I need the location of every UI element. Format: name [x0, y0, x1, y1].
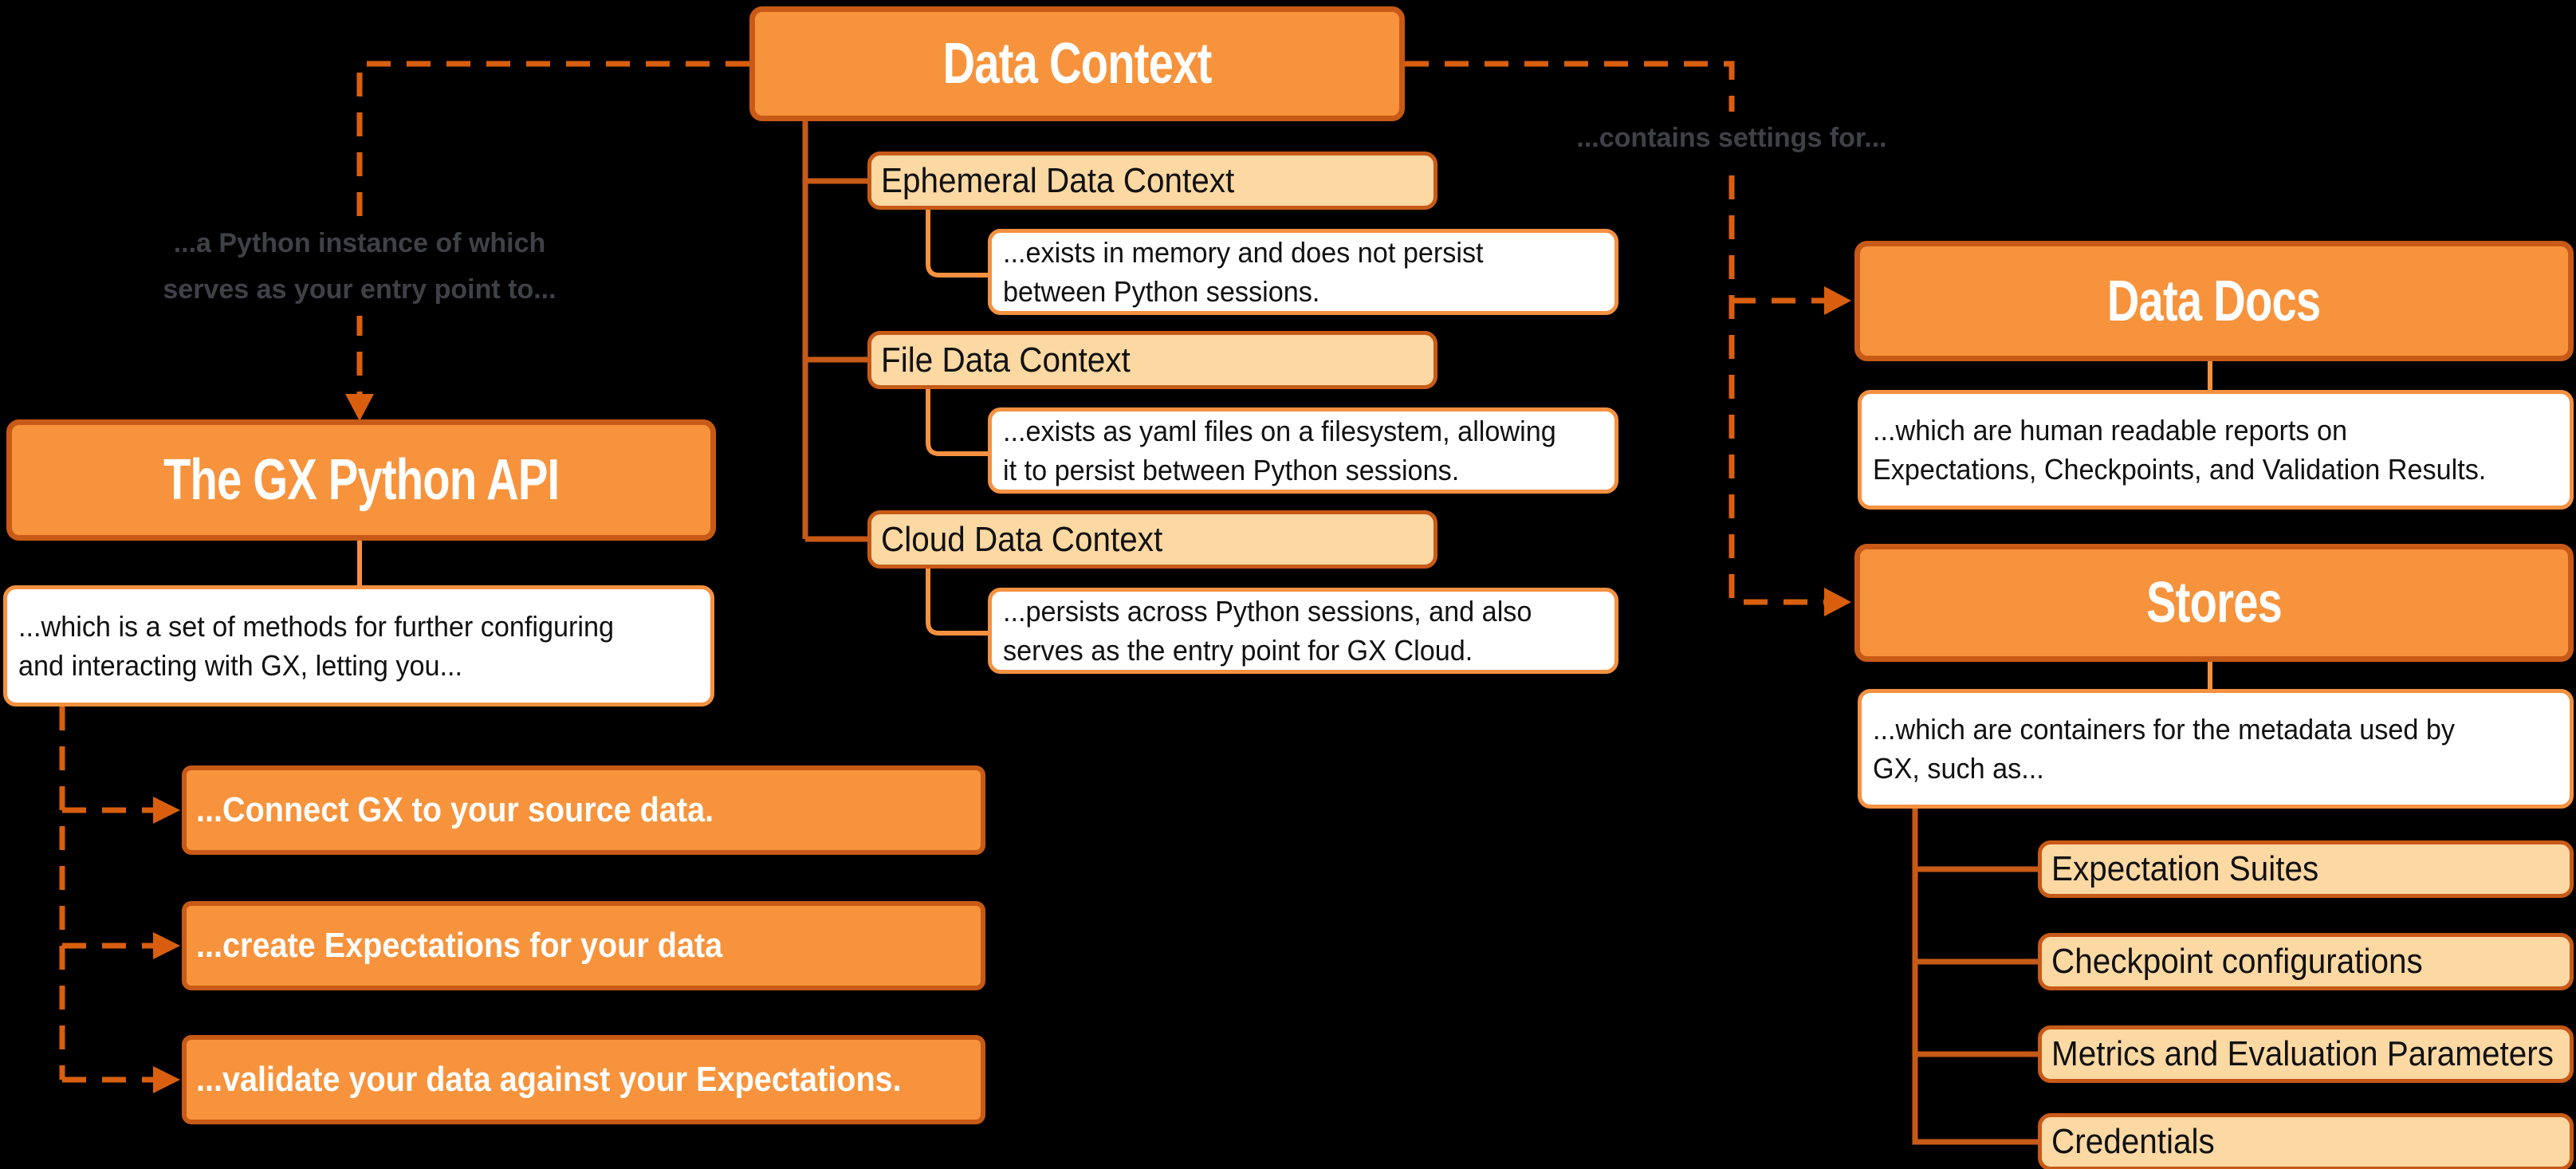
desc-gx-python-api: ...which is a set of methods for further…: [3, 585, 714, 707]
checkpoint-configurations-label: Checkpoint configurations: [2051, 942, 2423, 981]
desc-stores: ...which are containers for the metadata…: [1858, 689, 2574, 809]
gx-api-desc-line1: ...which is a set of methods for further…: [18, 610, 615, 643]
arrowhead-to-api: [345, 394, 374, 421]
arrowhead-action-3: [153, 1066, 180, 1093]
leaf-metrics-evaluation-parameters: Metrics and Evaluation Parameters: [2038, 1025, 2574, 1083]
leaf-credentials: Credentials: [2038, 1113, 2574, 1169]
node-gx-python-api: The GX Python API: [6, 419, 716, 541]
edge-ephemeral-desc: [926, 209, 988, 277]
action-connect-source-data: ...Connect GX to your source data.: [182, 766, 985, 855]
edge-label-python-instance-line1: ...a Python instance of which: [173, 228, 546, 258]
action-create-expectations: ...create Expectations for your data: [182, 901, 985, 990]
node-data-context: Data Context: [749, 6, 1405, 121]
arrowhead-to-datadocs: [1824, 286, 1851, 315]
cloud-label: Cloud Data Context: [881, 519, 1163, 559]
desc-cloud: ...persists across Python sessions, and …: [988, 588, 1618, 674]
data-docs-desc-line2: Expectations, Checkpoints, and Validatio…: [1873, 453, 2487, 486]
file-label: File Data Context: [881, 340, 1131, 380]
data-context-title: Data Context: [942, 32, 1212, 96]
node-data-docs: Data Docs: [1854, 241, 2574, 361]
cloud-desc-line2: serves as the entry point for GX Cloud.: [1003, 634, 1473, 667]
credentials-label: Credentials: [2051, 1122, 2215, 1161]
data-docs-title: Data Docs: [2107, 269, 2321, 333]
action-connect-label: ...Connect GX to your source data.: [196, 790, 714, 829]
stores-desc-line1: ...which are containers for the metadata…: [1873, 713, 2456, 746]
leaf-file-data-context: File Data Context: [867, 331, 1437, 389]
ephemeral-desc-line1: ...exists in memory and does not persist: [1003, 236, 1484, 269]
tree-datacontext-types: [802, 120, 869, 542]
leaf-checkpoint-configurations: Checkpoint configurations: [2038, 933, 2574, 990]
node-stores: Stores: [1854, 544, 2574, 662]
leaf-cloud-data-context: Cloud Data Context: [867, 510, 1437, 569]
edge-label-contains-settings: ...contains settings for...: [1548, 112, 1915, 164]
edge-label-python-instance: ...a Python instance of which serves as …: [112, 217, 607, 316]
action-validate-data: ...validate your data against your Expec…: [182, 1035, 985, 1124]
tree-stores-items: [1912, 809, 2038, 1145]
arrowhead-to-stores: [1824, 588, 1851, 616]
file-desc-line2: it to persist between Python sessions.: [1003, 454, 1460, 486]
expectation-suites-label: Expectation Suites: [2051, 849, 2319, 888]
action-validate-label: ...validate your data against your Expec…: [196, 1060, 902, 1099]
desc-file: ...exists as yaml files on a filesystem,…: [988, 407, 1618, 494]
edge-datacontext-to-settings: [1405, 61, 1824, 605]
desc-data-docs: ...which are human readable reports on E…: [1858, 390, 2574, 510]
gx-api-desc-line2: and interacting with GX, letting you...: [18, 649, 463, 682]
edge-cloud-desc: [926, 568, 988, 636]
leaf-expectation-suites: Expectation Suites: [2038, 840, 2574, 898]
cloud-desc-line1: ...persists across Python sessions, and …: [1003, 595, 1532, 628]
desc-ephemeral: ...exists in memory and does not persist…: [988, 229, 1618, 315]
metrics-evaluation-parameters-label: Metrics and Evaluation Parameters: [2051, 1034, 2554, 1073]
arrowhead-action-1: [153, 797, 180, 824]
ephemeral-label: Ephemeral Data Context: [881, 160, 1235, 200]
stores-desc-line2: GX, such as...: [1873, 752, 2044, 785]
data-docs-desc-line1: ...which are human readable reports on: [1873, 414, 2348, 447]
arrowhead-action-2: [153, 932, 180, 959]
edge-label-python-instance-line2: serves as your entry point to...: [163, 274, 556, 305]
file-desc-line1: ...exists as yaml files on a filesystem,…: [1003, 415, 1556, 447]
stores-title: Stores: [2145, 571, 2283, 635]
ephemeral-desc-line2: between Python sessions.: [1003, 275, 1320, 308]
edge-file-desc: [926, 388, 988, 456]
action-create-label: ...create Expectations for your data: [196, 926, 723, 965]
edge-api-to-actions: [59, 707, 153, 1083]
leaf-ephemeral-data-context: Ephemeral Data Context: [867, 152, 1437, 210]
gx-python-api-title: The GX Python API: [163, 448, 560, 512]
